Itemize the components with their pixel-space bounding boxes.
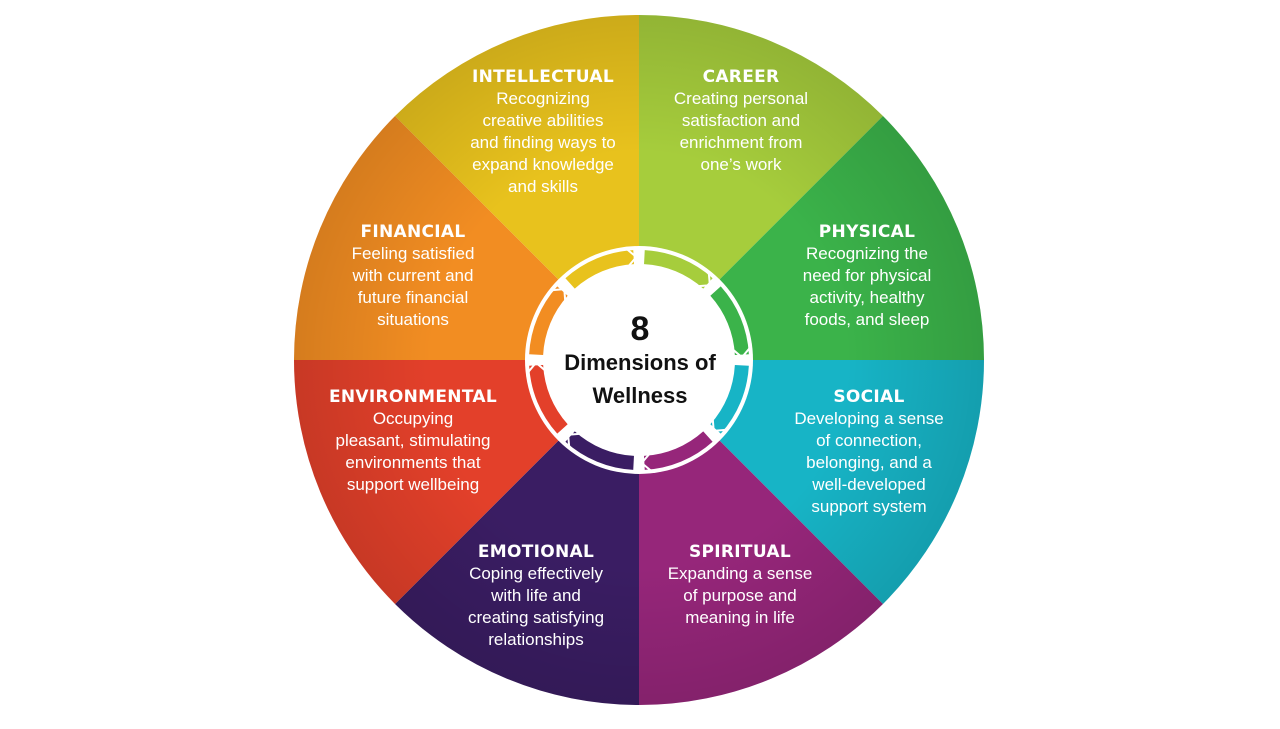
dimension-description-line: foods, and sleep xyxy=(805,310,930,329)
hub-arc-social xyxy=(710,364,749,434)
dimension-emotional: EMOTIONAL Coping effectively with life and… xyxy=(468,542,604,649)
dimension-description-line: Creating personal xyxy=(674,89,808,108)
hub-arc-spiritual xyxy=(643,431,713,470)
dimension-title: SOCIAL xyxy=(833,387,904,407)
center-hub: 8 Dimensions of Wellness xyxy=(525,246,753,474)
dimension-description-line: creating satisfying xyxy=(468,608,604,627)
center-title-line2: Wellness xyxy=(593,383,688,408)
dimension-physical: PHYSICAL Recognizing the need for physical… xyxy=(803,222,932,329)
hub-arrow-icon xyxy=(711,419,726,432)
dimension-title: ENVIRONMENTAL xyxy=(329,387,497,407)
hub-arrow-icon xyxy=(640,453,652,472)
dimension-description-line: and finding ways to xyxy=(470,133,616,152)
hub-arrow-icon xyxy=(567,432,580,447)
dimension-financial: FINANCIAL Feeling satisfied with current a… xyxy=(352,222,475,329)
dimension-description-line: Feeling satisfied xyxy=(352,244,475,263)
hub-arc-career xyxy=(643,250,713,289)
dimension-title: PHYSICAL xyxy=(819,222,915,242)
dimension-title: FINANCIAL xyxy=(360,222,465,242)
hub-inner-disc xyxy=(547,268,731,452)
hub-arc-emotional xyxy=(565,431,635,470)
dimension-description-line: Occupying xyxy=(373,409,453,428)
hub-arrow-icon xyxy=(698,273,711,288)
hub-arc-environmental xyxy=(529,364,568,434)
dimension-description-line: support system xyxy=(811,497,926,516)
dimension-description-line: and skills xyxy=(508,177,578,196)
dimension-career: CAREER Creating personal satisfaction and e… xyxy=(674,67,808,174)
dimension-description-line: creative abilities xyxy=(483,111,604,130)
dimension-description-line: situations xyxy=(377,310,449,329)
dimension-description-line: environments that xyxy=(345,453,480,472)
dimension-description-line: with current and xyxy=(352,266,474,285)
dimension-intellectual: INTELLECTUAL Recognizing creative abilitie… xyxy=(470,67,616,196)
dimension-description-line: with life and xyxy=(490,586,581,605)
hub-arc-intellectual xyxy=(565,250,635,289)
hub-arrow-icon xyxy=(732,347,751,359)
dimension-description-line: well-developed xyxy=(811,475,925,494)
dimension-description-line: of purpose and xyxy=(683,586,796,605)
dimension-title: CAREER xyxy=(703,67,780,87)
dimension-description-line: Recognizing the xyxy=(806,244,928,263)
dimension-description-line: future financial xyxy=(358,288,469,307)
dimension-description-line: pleasant, stimulating xyxy=(336,431,491,450)
dimension-description-line: need for physical xyxy=(803,266,932,285)
dimension-description-line: one’s work xyxy=(701,155,782,174)
dimension-description-line: Expanding a sense xyxy=(668,564,813,583)
dimension-description-line: activity, healthy xyxy=(810,288,925,307)
dimension-spiritual: SPIRITUAL Expanding a sense of purpose and… xyxy=(668,542,813,627)
dimension-description-line: of connection, xyxy=(816,431,922,450)
dimension-social: SOCIAL Developing a sense of connection, be… xyxy=(794,387,943,516)
dimension-description-line: satisfaction and xyxy=(682,111,800,130)
hub-arrow-icon xyxy=(527,361,546,373)
dimension-description-line: belonging, and a xyxy=(806,453,932,472)
center-title-line1: Dimensions of xyxy=(564,350,716,375)
dimension-title: INTELLECTUAL xyxy=(472,67,614,87)
dimension-description-line: Developing a sense xyxy=(794,409,943,428)
dimension-description-line: relationships xyxy=(488,630,583,649)
hub-arc-financial xyxy=(529,286,568,356)
center-number: 8 xyxy=(631,310,650,348)
dimension-description-line: support wellbeing xyxy=(347,475,479,494)
dimension-description-line: expand knowledge xyxy=(472,155,614,174)
hub-arrow-icon xyxy=(626,248,638,267)
dimension-description-line: Recognizing xyxy=(496,89,590,108)
hub-arrow-icon xyxy=(552,288,567,301)
dimension-description-line: enrichment from xyxy=(680,133,803,152)
dimension-description-line: meaning in life xyxy=(685,608,795,627)
dimension-title: EMOTIONAL xyxy=(478,542,594,562)
dimension-title: SPIRITUAL xyxy=(689,542,791,562)
hub-arc-physical xyxy=(710,286,749,356)
dimension-environmental: ENVIRONMENTAL Occupying pleasant, stimulat… xyxy=(329,387,497,494)
dimension-description-line: Coping effectively xyxy=(469,564,603,583)
